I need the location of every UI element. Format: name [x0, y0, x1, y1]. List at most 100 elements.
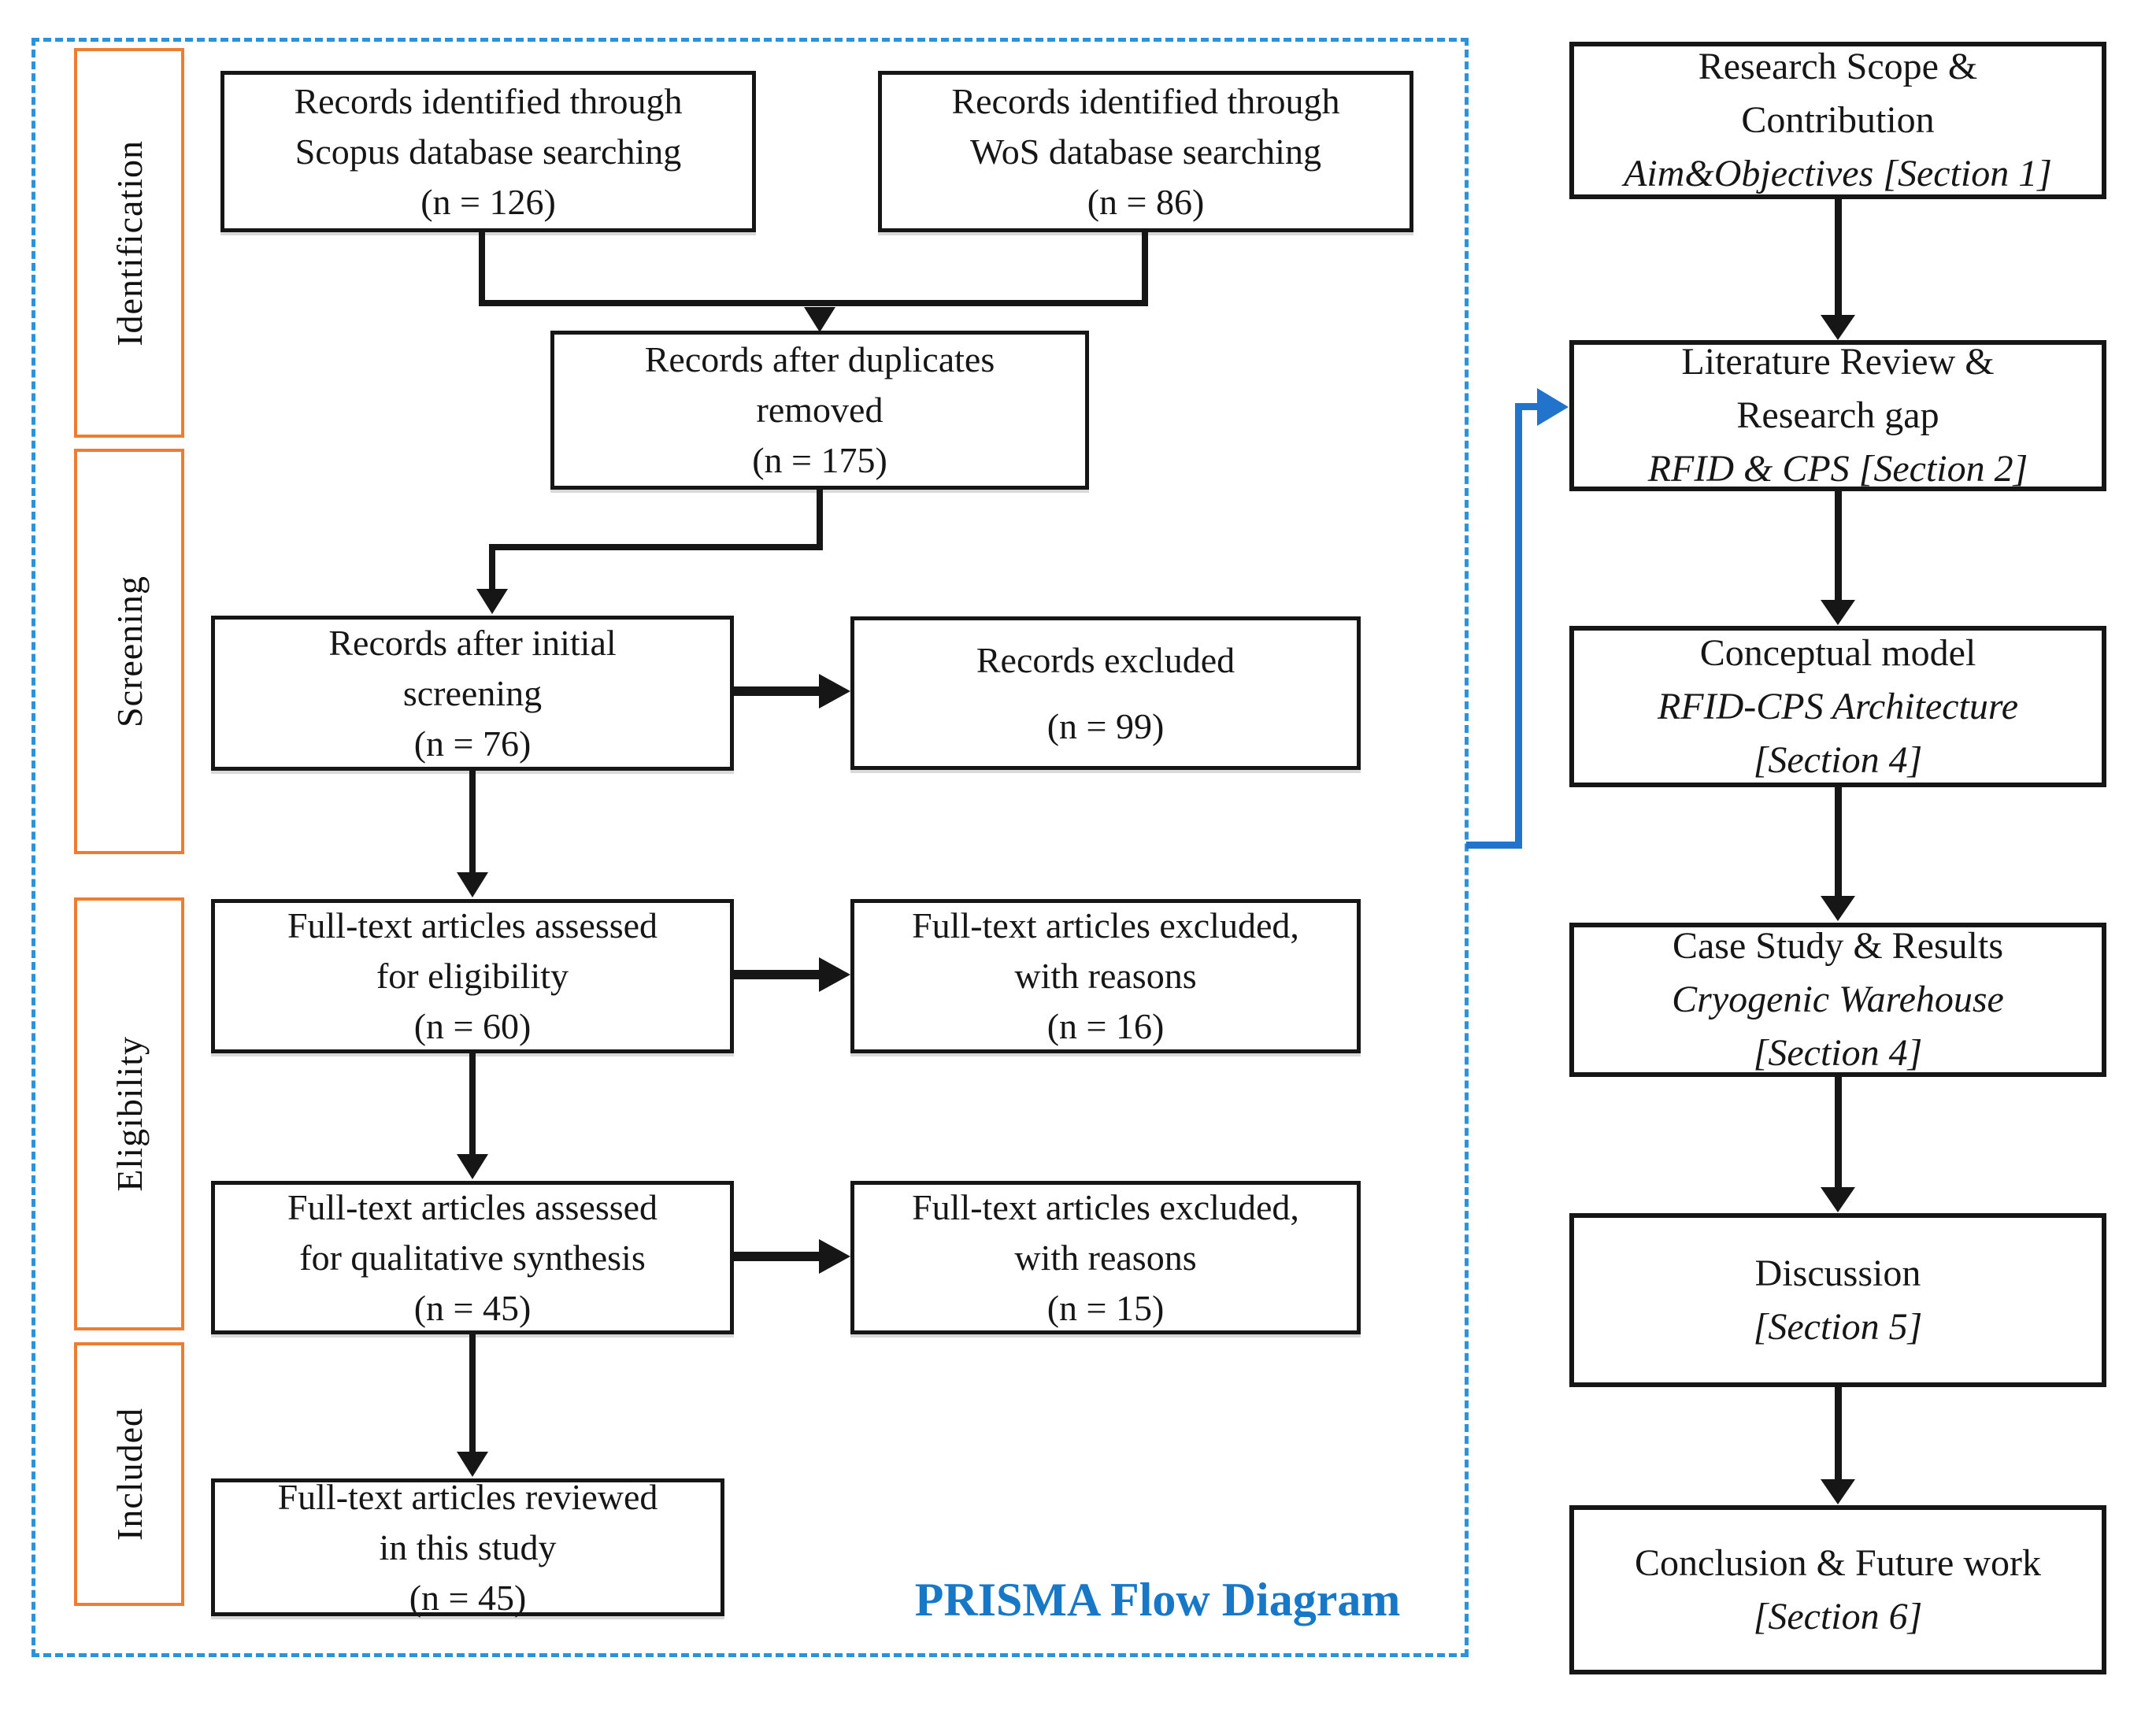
outline-box2-line1: Literature Review &	[1681, 341, 1995, 383]
outline-box3-line1: Conceptual model	[1699, 631, 1976, 674]
arrowhead-to-eligibility	[457, 872, 488, 897]
box-duplicates-line1: Records after duplicates	[644, 339, 995, 379]
box-assessed-eligibility: Full-text articles assessed for eligibil…	[211, 899, 734, 1053]
box-qualitative-count: (n = 45)	[413, 1287, 532, 1328]
outline-arrowhead-1	[1821, 315, 1855, 340]
box-qualitative-line1: Full-text articles assessed	[287, 1186, 658, 1227]
box-eligibility-line2: for eligibility	[376, 956, 569, 996]
connector-qualitative-down	[469, 1334, 476, 1453]
outline-box6-subtitle: [Section 6]	[1753, 1595, 1923, 1637]
box-scopus-line1: Records identified through	[294, 80, 683, 121]
box-wos-count: (n = 86)	[1087, 181, 1205, 222]
arrowhead-to-duplicates	[804, 307, 835, 332]
box-excluded2-count: (n = 15)	[1047, 1287, 1165, 1328]
outline-box-conceptual-model: Conceptual model RFID-CPS Architecture […	[1569, 626, 2106, 787]
box-records-excluded-count: (n = 99)	[1047, 705, 1165, 746]
box-duplicates-removed: Records after duplicates removed (n = 17…	[550, 331, 1089, 490]
box-excluded1-count: (n = 16)	[1047, 1006, 1165, 1046]
box-excluded2-line1: Full-text articles excluded,	[912, 1186, 1299, 1227]
arrowhead-excluded-reasons-2	[819, 1239, 850, 1274]
connector-eligibility-down	[469, 1053, 476, 1156]
outline-arrowhead-4	[1821, 1187, 1855, 1212]
box-qualitative-synthesis: Full-text articles assessed for qualitat…	[211, 1181, 734, 1334]
arrowhead-excluded-reasons-1	[819, 957, 850, 992]
connector-duplicates-left	[489, 544, 823, 550]
box-eligibility-line1: Full-text articles assessed	[287, 905, 658, 945]
outline-connector-3	[1835, 787, 1842, 897]
outline-connector-1	[1835, 199, 1842, 317]
outline-box1-subtitle: Aim&Objectives [Section 1]	[1624, 153, 2052, 194]
stage-identification-label: Identification	[109, 139, 150, 346]
outline-box2-line2: Research gap	[1736, 394, 1939, 436]
outline-box-conclusion: Conclusion & Future work [Section 6]	[1569, 1505, 2106, 1674]
box-eligibility-count: (n = 60)	[413, 1006, 532, 1046]
stage-included: Included	[74, 1342, 184, 1606]
box-duplicates-count: (n = 175)	[752, 440, 887, 480]
outline-box-discussion: Discussion [Section 5]	[1569, 1213, 2106, 1387]
arrowhead-to-screening	[476, 589, 508, 614]
box-records-excluded-line1: Records excluded	[976, 639, 1235, 680]
box-wos-records: Records identified through WoS database …	[878, 71, 1413, 232]
outline-arrowhead-5	[1821, 1479, 1855, 1504]
arrowhead-records-excluded	[819, 674, 850, 709]
stage-screening: Screening	[74, 449, 184, 854]
box-excluded2-line2: with reasons	[1014, 1237, 1197, 1278]
stage-identification: Identification	[74, 48, 184, 438]
outline-box4-subtitle2: [Section 4]	[1753, 1032, 1923, 1074]
box-wos-line1: Records identified through	[951, 80, 1340, 121]
outline-box3-subtitle2: [Section 4]	[1753, 738, 1923, 781]
connector-scopus-down	[479, 232, 485, 306]
stage-eligibility-label: Eligibility	[109, 1036, 150, 1192]
outline-box5-line1: Discussion	[1754, 1252, 1921, 1294]
outline-arrowhead-2	[1821, 600, 1855, 625]
outline-box3-subtitle1: RFID-CPS Architecture	[1657, 685, 2019, 727]
arrow-stem-records-excluded	[734, 686, 821, 696]
outline-connector-2	[1835, 491, 1842, 601]
outline-box-research-scope: Research Scope & Contribution Aim&Object…	[1569, 42, 2106, 199]
box-excluded-reasons-1: Full-text articles excluded, with reason…	[850, 899, 1361, 1053]
box-scopus-line2: Scopus database searching	[295, 131, 682, 172]
connector-merge-horizontal	[479, 300, 1148, 306]
prisma-dashed-region	[31, 38, 1469, 1657]
outline-box4-subtitle1: Cryogenic Warehouse	[1672, 979, 2004, 1020]
connector-duplicates-down2	[489, 544, 495, 591]
connector-duplicates-down	[817, 490, 823, 547]
blue-arrowhead-to-literature	[1537, 388, 1569, 426]
box-duplicates-line2: removed	[756, 390, 884, 430]
arrowhead-to-reviewed	[457, 1452, 488, 1477]
box-reviewed-count: (n = 45)	[409, 1577, 527, 1618]
box-screening-line2: screening	[402, 672, 543, 713]
box-scopus-records: Records identified through Scopus databa…	[220, 71, 756, 232]
stage-eligibility: Eligibility	[74, 897, 184, 1330]
box-reviewed-line2: in this study	[379, 1526, 557, 1567]
box-wos-line2: WoS database searching	[970, 131, 1321, 172]
stage-included-label: Included	[109, 1408, 150, 1541]
outline-box5-subtitle: [Section 5]	[1753, 1305, 1923, 1348]
outline-box-literature-review: Literature Review & Research gap RFID & …	[1569, 340, 2106, 491]
outline-arrowhead-3	[1821, 896, 1855, 921]
outline-connector-4	[1835, 1077, 1842, 1189]
box-qualitative-line2: for qualitative synthesis	[299, 1237, 646, 1278]
outline-box6-line1: Conclusion & Future work	[1635, 1541, 2041, 1584]
outline-box-case-study: Case Study & Results Cryogenic Warehouse…	[1569, 923, 2106, 1077]
arrowhead-to-qualitative	[457, 1154, 488, 1179]
arrow-stem-excluded-reasons-1	[734, 970, 821, 979]
blue-arrow-vertical	[1515, 406, 1522, 849]
box-screening-count: (n = 76)	[413, 723, 532, 764]
box-excluded1-line2: with reasons	[1014, 956, 1197, 996]
outline-box1-line2: Contribution	[1741, 99, 1935, 141]
arrow-stem-excluded-reasons-2	[734, 1252, 821, 1261]
outline-box4-line1: Case Study & Results	[1672, 925, 2004, 967]
box-excluded-reasons-2: Full-text articles excluded, with reason…	[850, 1181, 1361, 1334]
connector-wos-down	[1142, 232, 1148, 306]
prisma-title: PRISMA Flow Diagram	[914, 1574, 1401, 1626]
outline-box2-subtitle: RFID & CPS [Section 2]	[1647, 448, 2028, 490]
box-records-excluded: Records excluded (n = 99)	[850, 616, 1361, 770]
box-scopus-count: (n = 126)	[420, 181, 556, 222]
stage-screening-label: Screening	[109, 575, 150, 727]
box-reviewed-line1: Full-text articles reviewed	[277, 1476, 658, 1517]
box-initial-screening: Records after initial screening (n = 76)	[211, 616, 734, 771]
blue-arrow-end-horizontal	[1515, 403, 1540, 410]
box-reviewed-in-study: Full-text articles reviewed in this stud…	[211, 1477, 724, 1618]
